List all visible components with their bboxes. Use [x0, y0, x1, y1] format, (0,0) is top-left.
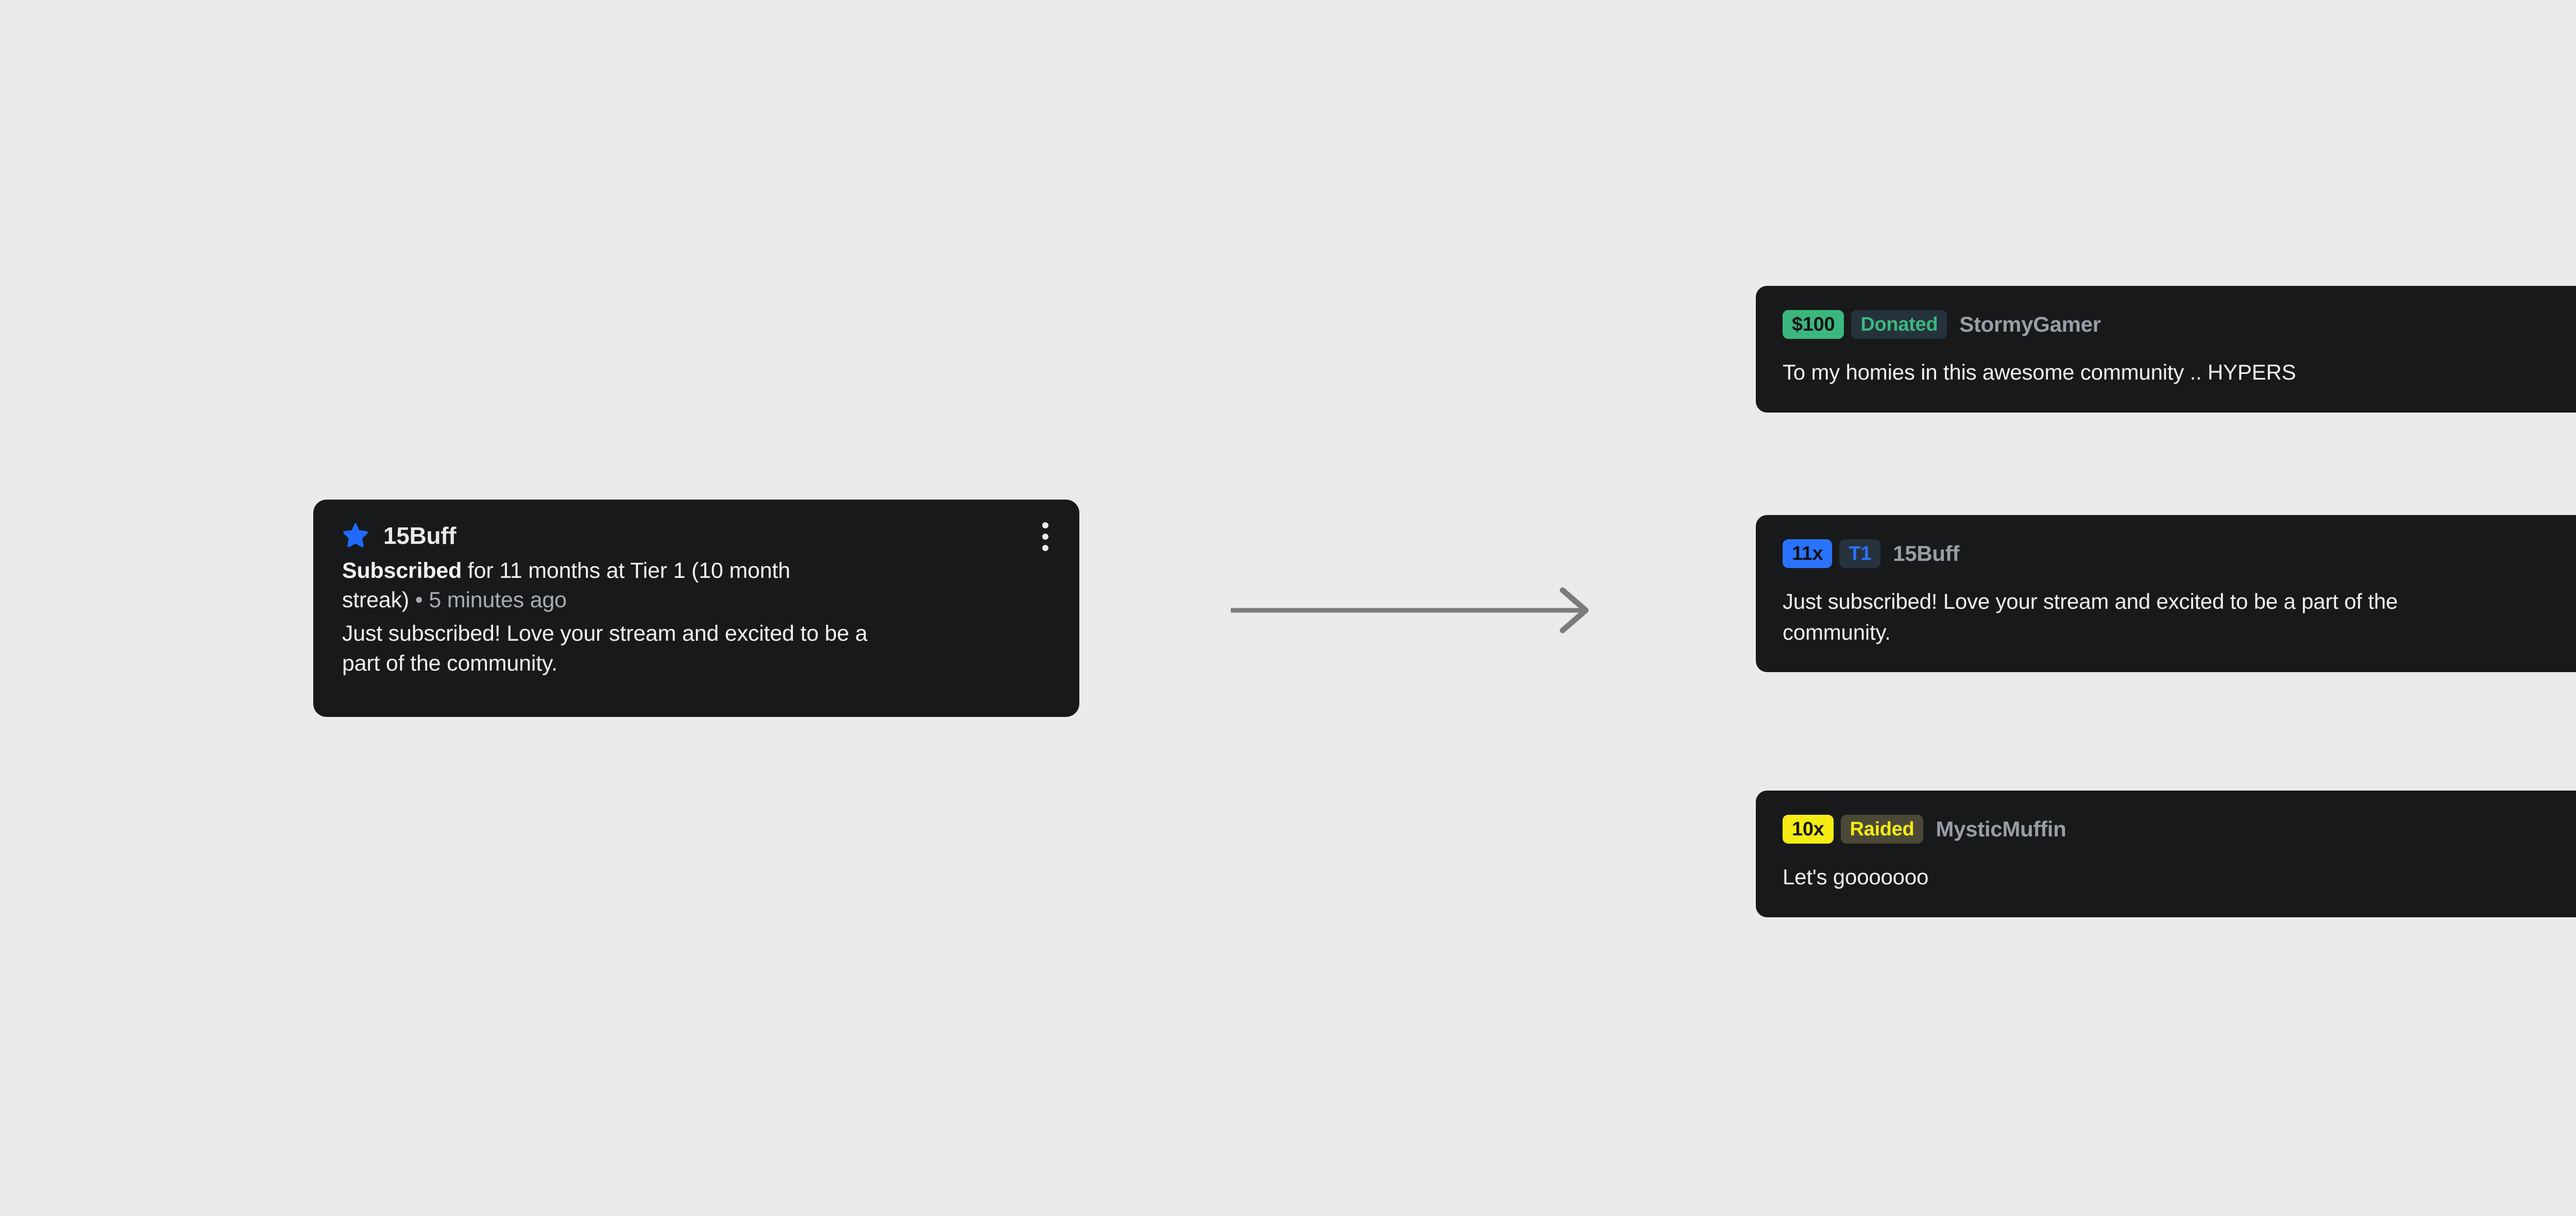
- count-badge: 10x: [1783, 815, 1834, 844]
- event-type-badge: Donated: [1851, 310, 1947, 339]
- result-message: Just subscribed! Love your stream and ex…: [1783, 589, 2398, 644]
- count-badge: $100: [1783, 310, 1844, 339]
- source-event-label: Subscribed: [342, 558, 462, 583]
- result-card-header: $100 Donated StormyGamer 1min: [1783, 310, 2576, 339]
- result-username: 15Buff: [1893, 541, 1960, 566]
- result-notification-card[interactable]: 11x T1 15Buff Now Just subscribed! Love …: [1756, 515, 2576, 673]
- source-subline: Subscribed for 11 months at Tier 1 (10 m…: [342, 556, 857, 615]
- result-card-header: 11x T1 15Buff Now: [1783, 539, 2576, 569]
- result-message: Let's gooooooo: [1783, 865, 1929, 889]
- event-type-badge: T1: [1839, 539, 1881, 568]
- source-message: Just subscribed! Love your stream and ex…: [342, 621, 868, 676]
- kebab-menu-icon[interactable]: [1034, 521, 1057, 551]
- source-username: 15Buff: [383, 522, 456, 549]
- source-card-header: 15Buff: [336, 521, 1057, 553]
- event-type-badge: Raided: [1840, 815, 1924, 844]
- kebab-dot: [1042, 545, 1048, 551]
- arrow-right-icon: [1231, 587, 1589, 633]
- source-event-detail: for 11 months at Tier 1 (10 month streak…: [342, 558, 790, 613]
- result-username: StormyGamer: [1959, 312, 2101, 336]
- source-timestamp: 5 minutes ago: [429, 588, 567, 613]
- result-card-header: 10x Raided MysticMuffin 1mo: [1783, 814, 2576, 844]
- count-badge: 11x: [1783, 539, 1833, 568]
- result-notification-card[interactable]: 10x Raided MysticMuffin 1mo Let's gooooo…: [1756, 791, 2576, 917]
- source-card-body: Subscribed for 11 months at Tier 1 (10 m…: [336, 556, 1057, 678]
- result-message: To my homies in this awesome community .…: [1783, 360, 2296, 384]
- kebab-dot: [1042, 534, 1048, 540]
- result-notification-card[interactable]: $100 Donated StormyGamer 1min To my homi…: [1756, 286, 2576, 413]
- result-username: MysticMuffin: [1936, 817, 2066, 841]
- star-icon: [343, 523, 368, 547]
- source-meta-separator: •: [409, 588, 429, 613]
- source-notification-card[interactable]: 15Buff Subscribed for 11 months at Tier …: [313, 500, 1079, 717]
- kebab-dot: [1042, 522, 1048, 528]
